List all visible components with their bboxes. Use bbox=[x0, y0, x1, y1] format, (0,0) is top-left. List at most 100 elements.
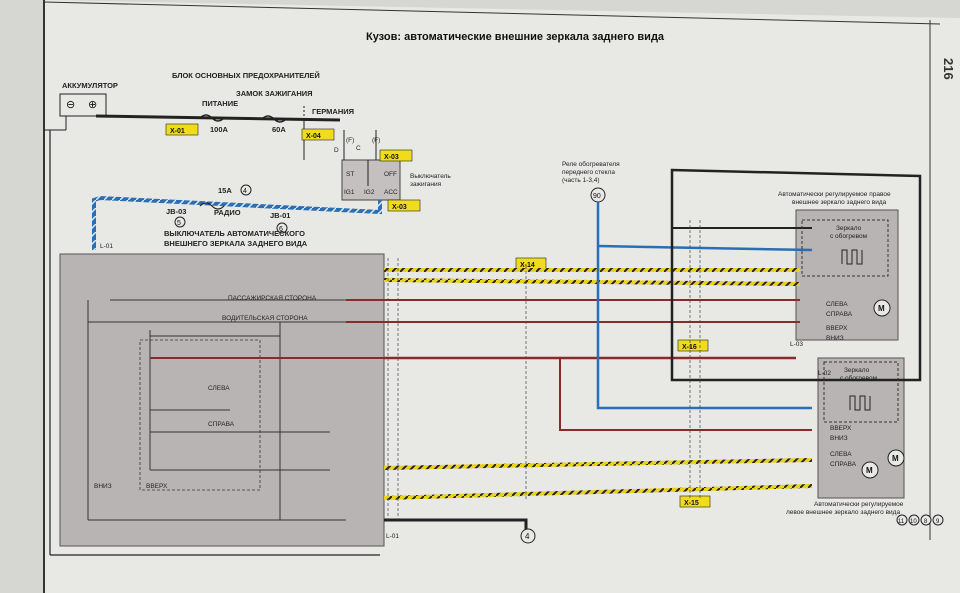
connector-x04-box bbox=[301, 128, 335, 141]
right-heated-label-2: с обогревом bbox=[830, 232, 868, 240]
mirror-switch-label-1: ВЫКЛЮЧАТЕЛЬ АВТОМАТИЧЕСКОГО bbox=[164, 229, 305, 238]
connector-x15-box bbox=[679, 495, 711, 508]
up-label: ВВЕРХ bbox=[146, 483, 168, 490]
left-heated-mirror bbox=[823, 361, 899, 423]
wire-red-4 bbox=[559, 358, 812, 431]
page-ref-9 bbox=[932, 514, 944, 526]
switch-c-label: C bbox=[356, 145, 361, 152]
right-mirror-box bbox=[795, 209, 899, 341]
wire-power-main bbox=[95, 114, 341, 122]
fuse-100a-icon bbox=[199, 114, 225, 122]
right-heater-element bbox=[841, 249, 863, 265]
connector-x01-box bbox=[165, 123, 199, 136]
switch-st-label: ST bbox=[346, 171, 354, 178]
connector-x16: X-16 bbox=[682, 344, 697, 351]
left-motor-icon-2 bbox=[861, 461, 879, 479]
ground-connector-label: 4 bbox=[525, 532, 530, 541]
right-heated-label-1: Зеркало bbox=[836, 225, 862, 232]
battery-label: АККУМУЛЯТОР bbox=[62, 81, 118, 90]
connector-x16-box bbox=[677, 339, 709, 352]
wire-yellow-3 bbox=[383, 458, 813, 470]
switch-ig1-label: IG1 bbox=[344, 189, 355, 196]
relay-label-2: переднего стекла bbox=[562, 169, 615, 176]
page-ref-11-label: 11 bbox=[898, 519, 905, 525]
page-ref-11 bbox=[896, 514, 908, 526]
power-label: ПИТАНИЕ bbox=[202, 99, 238, 108]
circle-6 bbox=[276, 222, 288, 234]
fuse-100a-label: 100А bbox=[210, 125, 229, 134]
circle-4-label: 4 bbox=[243, 188, 247, 195]
l01-bottom-label: L-01 bbox=[386, 533, 399, 540]
right-label: СПРАВА bbox=[208, 421, 235, 428]
left-up-label: ВВЕРХ bbox=[830, 425, 852, 432]
fuse-15a-label: 15А bbox=[218, 186, 232, 195]
ground-connector bbox=[520, 528, 536, 544]
right-heated-mirror bbox=[801, 219, 889, 277]
right-up-label: ВВЕРХ bbox=[826, 325, 848, 332]
wire-ground-switch bbox=[384, 518, 528, 530]
right-mirror-label-2: внешнее зеркало заднего вида bbox=[792, 199, 887, 206]
connector-x03a-box bbox=[379, 149, 413, 162]
left-down-label: ВНИЗ bbox=[830, 435, 848, 442]
right-motor-label: M bbox=[878, 304, 885, 313]
connector-x14: X-14 bbox=[520, 262, 535, 269]
radio-label: РАДИО bbox=[214, 208, 241, 217]
left-mirror-box bbox=[817, 357, 905, 499]
circle-4 bbox=[240, 184, 252, 196]
switch-ig2-label: IG2 bbox=[364, 189, 375, 196]
page-ref-8-label: 8 bbox=[924, 519, 928, 525]
ignition-switch-box bbox=[341, 159, 401, 201]
relay-label-1: Реле обогревателя bbox=[562, 160, 620, 168]
left-mirror-label-1: Автоматически регулируемое bbox=[814, 501, 904, 508]
circle-5-label: 5 bbox=[177, 220, 181, 227]
relay-label-3: (часть 1-3,4) bbox=[562, 177, 600, 184]
page-ref-10 bbox=[908, 514, 920, 526]
left-heated-label-1: Зеркало bbox=[844, 367, 870, 374]
page-border-top bbox=[43, 1, 941, 25]
left-heater-element bbox=[849, 395, 871, 411]
germany-label: ГЕРМАНИЯ bbox=[312, 107, 354, 116]
driver-side-label: ВОДИТЕЛЬСКАЯ СТОРОНА bbox=[222, 315, 308, 322]
down-label: ВНИЗ bbox=[94, 483, 112, 490]
connector-x04: X-04 bbox=[306, 133, 321, 140]
page-ref-9-label: 9 bbox=[936, 519, 940, 525]
fuse-15a-icon bbox=[199, 202, 225, 210]
circle-6-label: 6 bbox=[279, 226, 283, 233]
wire-yellow-2 bbox=[383, 278, 801, 286]
left-motor-icon-1 bbox=[887, 449, 905, 467]
left-motor-label-1: M bbox=[892, 454, 899, 463]
connector-x03b: X-03 bbox=[392, 204, 407, 211]
ign-switch-label-1: Выключатель bbox=[410, 173, 451, 180]
jb03-label: JB-03 bbox=[166, 207, 186, 216]
page-ref-8 bbox=[920, 514, 932, 526]
left-mirror-label-2: левое внешнее зеркало заднего вида bbox=[786, 509, 900, 516]
relay-90-label: 90 bbox=[593, 193, 601, 200]
right-motor-icon bbox=[873, 299, 891, 317]
switch-f1-label: (F) bbox=[346, 137, 354, 144]
wire-blue-ign bbox=[92, 195, 382, 250]
fuse-block-label: БЛОК ОСНОВНЫХ ПРЕДОХРАНИТЕЛЕЙ bbox=[172, 71, 320, 80]
circle-5 bbox=[174, 216, 186, 228]
wire-black-loop bbox=[670, 168, 922, 382]
switch-acc-label: ACC bbox=[384, 189, 398, 196]
ign-switch-label-2: зажигания bbox=[410, 181, 442, 188]
fuse-60a-label: 60А bbox=[272, 125, 286, 134]
right-left-label: СЛЕВА bbox=[826, 301, 848, 308]
connector-x15: X-15 bbox=[684, 500, 699, 507]
wire-blue-right-mirror bbox=[597, 244, 813, 252]
fuse-60a-icon bbox=[261, 115, 287, 123]
switch-off-label: OFF bbox=[384, 171, 397, 178]
ignition-lock-label: ЗАМОК ЗАЖИГАНИЯ bbox=[236, 89, 313, 98]
battery-box bbox=[59, 93, 107, 117]
left-heated-label-2: с обогревом bbox=[840, 374, 878, 382]
right-down-label: ВНИЗ bbox=[826, 335, 844, 342]
connector-x03b-box bbox=[387, 199, 421, 212]
l01-top-label: L-01 bbox=[100, 243, 113, 250]
l02-label: L-02 bbox=[818, 370, 831, 377]
mirror-switch-box bbox=[59, 253, 385, 547]
connector-x01: X-01 bbox=[170, 128, 185, 135]
page-number: 216 bbox=[941, 58, 956, 80]
left-left-label: СЛЕВА bbox=[830, 451, 852, 458]
